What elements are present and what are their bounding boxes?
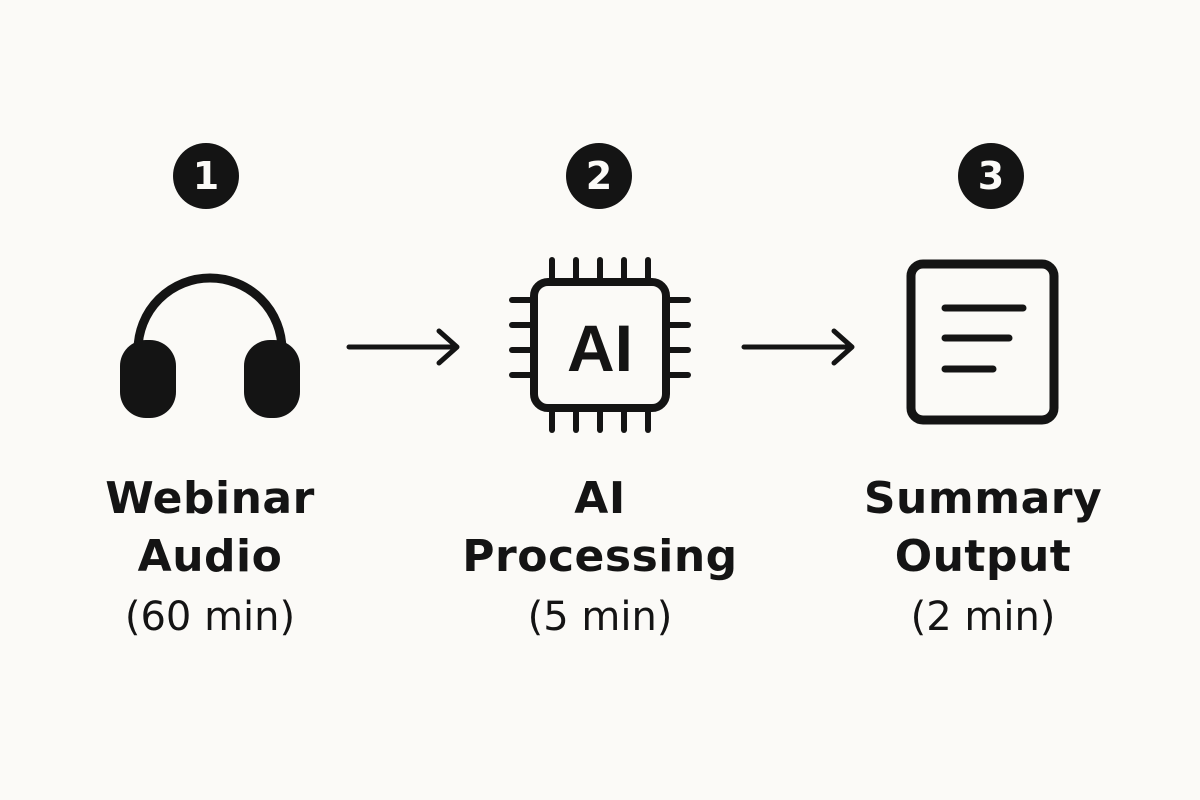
step-1-number-badge: 1 bbox=[173, 143, 239, 209]
step-1-duration: (60 min) bbox=[124, 594, 296, 640]
step-3-duration: (2 min) bbox=[910, 594, 1056, 640]
step-1-number: 1 bbox=[192, 154, 220, 198]
arrow-step-1-to-2 bbox=[346, 328, 460, 366]
step-3-title-line-2: Output bbox=[894, 531, 1072, 582]
step-1-label: Webinar Audio (60 min) bbox=[40, 470, 380, 646]
ai-chip-icon: AI bbox=[509, 257, 691, 433]
step-1-title-line-2: Audio bbox=[137, 531, 283, 582]
step-3-number-badge: 3 bbox=[958, 143, 1024, 209]
step-2-number: 2 bbox=[585, 154, 613, 198]
step-1-title-line-1: Webinar bbox=[105, 473, 315, 524]
document-icon bbox=[906, 259, 1059, 425]
step-2-duration: (5 min) bbox=[527, 594, 673, 640]
step-3-title-line-1: Summary bbox=[863, 473, 1103, 524]
step-2-title-line-1: AI bbox=[574, 473, 626, 524]
arrow-step-2-to-3 bbox=[741, 328, 855, 366]
chip-label: AI bbox=[567, 311, 633, 385]
step-2-number-badge: 2 bbox=[566, 143, 632, 209]
step-2-title-line-2: Processing bbox=[462, 531, 738, 582]
step-3-number: 3 bbox=[977, 154, 1005, 198]
step-3-label: Summary Output (2 min) bbox=[813, 470, 1153, 646]
headphones-icon bbox=[120, 273, 300, 418]
step-2-label: AI Processing (5 min) bbox=[430, 470, 770, 646]
